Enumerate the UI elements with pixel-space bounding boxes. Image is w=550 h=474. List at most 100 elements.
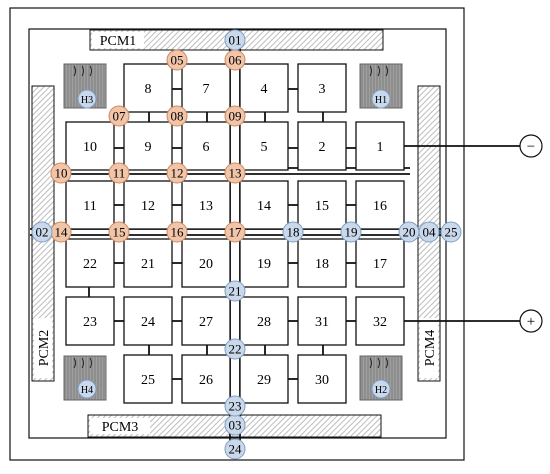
cell-16: 16 bbox=[355, 180, 405, 230]
heater-h1: H1 bbox=[359, 63, 403, 109]
sensor-13: 13 bbox=[224, 162, 246, 184]
cell-label: 12 bbox=[141, 199, 155, 214]
cell-label: 22 bbox=[83, 257, 97, 272]
cell-label: 14 bbox=[257, 199, 271, 214]
cell-9: 9 bbox=[123, 121, 173, 171]
sensor-07: 07 bbox=[108, 105, 130, 127]
sensor-label: 17 bbox=[229, 225, 243, 240]
cell-15: 15 bbox=[297, 180, 347, 230]
cell-12: 12 bbox=[123, 180, 173, 230]
cell-2: 2 bbox=[297, 121, 347, 171]
cell-label: 23 bbox=[83, 315, 97, 330]
heater-h4: H4 bbox=[63, 355, 107, 401]
negative-terminal-label: − bbox=[527, 139, 535, 155]
cell-label: 20 bbox=[199, 257, 213, 272]
cell-26: 26 bbox=[181, 354, 231, 404]
sensor-19: 19 bbox=[340, 221, 362, 243]
cell-23: 23 bbox=[65, 296, 115, 346]
cell-label: 17 bbox=[373, 257, 387, 272]
cell-label: 18 bbox=[315, 257, 329, 272]
cell-14: 14 bbox=[239, 180, 289, 230]
sensor-label: 09 bbox=[229, 109, 242, 124]
cell-label: 28 bbox=[257, 315, 271, 330]
cell-32: 32 bbox=[355, 296, 405, 346]
sensor-label: 13 bbox=[229, 166, 242, 181]
sensor-22: 22 bbox=[224, 338, 246, 360]
sensor-02: 02 bbox=[31, 221, 53, 243]
sensor-label: 18 bbox=[287, 225, 300, 240]
cell-21: 21 bbox=[123, 238, 173, 288]
cell-label: 26 bbox=[199, 373, 213, 388]
positive-terminal: + bbox=[519, 309, 543, 333]
sensor-10: 10 bbox=[50, 162, 72, 184]
pcm3-label: PCM3 bbox=[102, 420, 139, 435]
sensor-label: 23 bbox=[229, 399, 242, 414]
sensor-label: 19 bbox=[345, 225, 358, 240]
heater-h1-label: H1 bbox=[375, 95, 387, 106]
cell-label: 5 bbox=[261, 140, 268, 155]
sensor-label: 15 bbox=[113, 225, 126, 240]
cell-5: 5 bbox=[239, 121, 289, 171]
cell-label: 13 bbox=[199, 199, 213, 214]
sensor-05: 05 bbox=[166, 49, 188, 71]
cell-7: 7 bbox=[181, 63, 231, 113]
sensor-04: 04 bbox=[418, 221, 440, 243]
cell-label: 9 bbox=[145, 140, 152, 155]
sensor-12: 12 bbox=[166, 162, 188, 184]
sensor-label: 06 bbox=[229, 53, 243, 68]
cell-label: 19 bbox=[257, 257, 271, 272]
cell-label: 30 bbox=[315, 373, 329, 388]
sensor-09: 09 bbox=[224, 105, 246, 127]
sensor-label: 14 bbox=[55, 225, 69, 240]
cell-label: 6 bbox=[203, 140, 210, 155]
sensor-label: 24 bbox=[229, 442, 243, 457]
cell-13: 13 bbox=[181, 180, 231, 230]
sensor-15: 15 bbox=[108, 221, 130, 243]
sensor-label: 02 bbox=[36, 225, 49, 240]
cell-label: 7 bbox=[203, 82, 210, 97]
sensor-label: 03 bbox=[229, 418, 242, 433]
sensor-label: 04 bbox=[423, 225, 437, 240]
cell-label: 25 bbox=[141, 373, 155, 388]
sensor-label: 12 bbox=[171, 166, 184, 181]
heater-h2: H2 bbox=[359, 355, 403, 401]
cell-17: 17 bbox=[355, 238, 405, 288]
cell-28: 28 bbox=[239, 296, 289, 346]
cell-31: 31 bbox=[297, 296, 347, 346]
cell-11: 11 bbox=[65, 180, 115, 230]
sensor-label: 07 bbox=[113, 109, 127, 124]
heater-h2-label: H2 bbox=[375, 385, 387, 396]
pcm1-label: PCM1 bbox=[100, 34, 137, 49]
cell-label: 1 bbox=[377, 140, 384, 155]
heater-h3-label: H3 bbox=[81, 95, 93, 106]
cell-19: 19 bbox=[239, 238, 289, 288]
cell-label: 10 bbox=[83, 140, 97, 155]
sensor-label: 05 bbox=[171, 53, 184, 68]
sensor-label: 20 bbox=[403, 225, 416, 240]
cell-label: 11 bbox=[83, 199, 96, 214]
cell-label: 27 bbox=[199, 315, 213, 330]
cell-label: 31 bbox=[315, 315, 329, 330]
cell-27: 27 bbox=[181, 296, 231, 346]
cell-22: 22 bbox=[65, 238, 115, 288]
sensor-01: 01 bbox=[224, 29, 246, 51]
sensor-label: 16 bbox=[171, 225, 185, 240]
sensor-label: 21 bbox=[229, 284, 242, 299]
sensor-label: 22 bbox=[229, 342, 242, 357]
cell-20: 20 bbox=[181, 238, 231, 288]
sensor-label: 08 bbox=[171, 109, 184, 124]
sensor-25: 25 bbox=[440, 221, 462, 243]
sensor-08: 08 bbox=[166, 105, 188, 127]
sensor-17: 17 bbox=[224, 221, 246, 243]
sensor-03: 03 bbox=[224, 414, 246, 436]
sensor-11: 11 bbox=[108, 162, 130, 184]
heater-h4-label: H4 bbox=[81, 385, 93, 396]
cell-3: 3 bbox=[297, 63, 347, 113]
sensor-label: 11 bbox=[113, 166, 126, 181]
sensor-24: 24 bbox=[224, 438, 246, 460]
cell-30: 30 bbox=[297, 354, 347, 404]
sensor-label: 01 bbox=[229, 33, 242, 48]
